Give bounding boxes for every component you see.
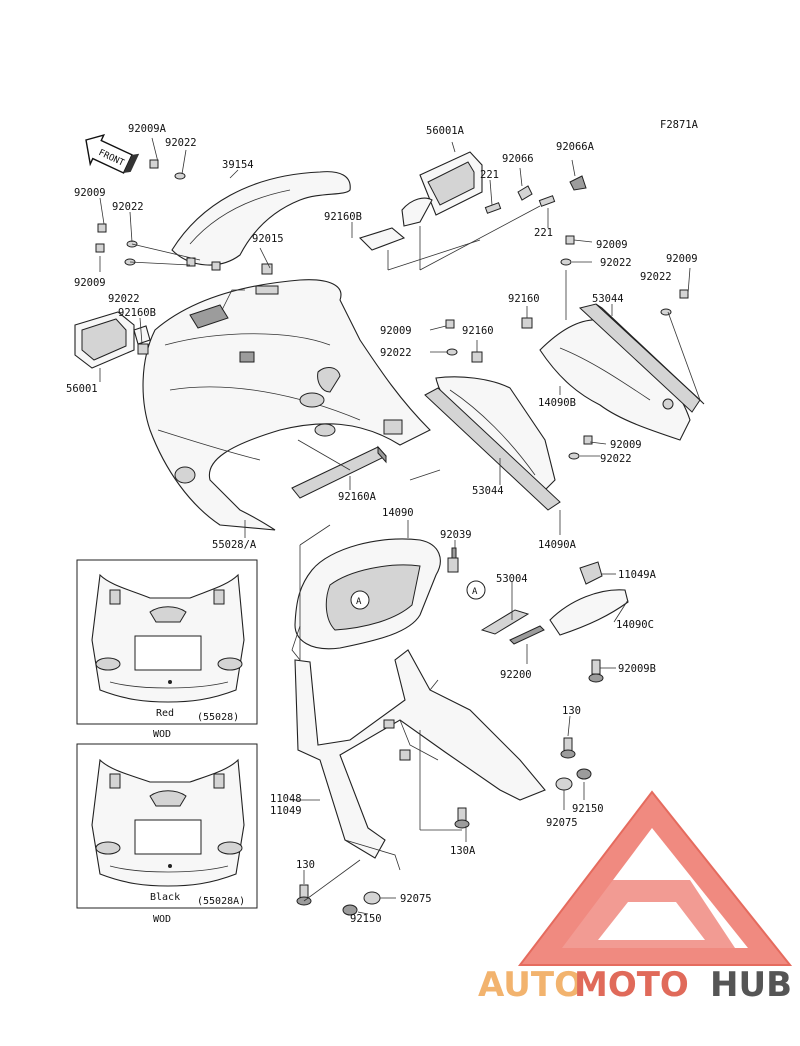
part-label-92009-r1: 92009 (596, 239, 628, 251)
part-label-221-a: 221 (480, 169, 499, 181)
part-label-92009-mid: 92009 (380, 325, 412, 337)
part-label-92150-r: 92150 (572, 803, 604, 815)
watermark-logo-icon (517, 790, 793, 966)
part-label-53004: 53004 (496, 573, 528, 585)
inner-cover-14090B (539, 319, 691, 441)
part-label-92015: 92015 (252, 233, 284, 245)
callout-a-2: A (472, 587, 478, 597)
mirror-56001 (74, 311, 151, 369)
part-label-92022-r3: 92022 (600, 453, 632, 465)
part-label-92200: 92200 (500, 669, 532, 681)
part-label-92009-r3: 92009 (610, 439, 642, 451)
part-label-92009-r2: 92009 (666, 253, 698, 265)
part-label-92009-left2: 92009 (74, 277, 106, 289)
part-label-92160B-mid: 92160B (324, 211, 362, 223)
collar-92075-bottom (363, 891, 381, 905)
grommet-92150-bottom (342, 904, 358, 916)
bolt-130A (454, 807, 470, 829)
part-label-92022-r1: 92022 (600, 257, 632, 269)
diagram-code: F2871A (660, 119, 699, 131)
part-label-92160A: 92160A (338, 491, 377, 503)
inset-red-color: Red (156, 708, 174, 719)
inset-black-caption: WOD (153, 914, 171, 925)
front-arrow-icon: FRONT (85, 133, 140, 174)
watermark-moto: MOTO (574, 965, 689, 1005)
inset-red-ref: (55028) (197, 712, 239, 723)
watermark-text: AUTO MOTO HUB (478, 965, 792, 1005)
bolt-92039 (447, 547, 459, 573)
part-label-14090: 14090 (382, 507, 414, 519)
part-label-92075-b: 92075 (400, 893, 432, 905)
bracket-11049A (579, 561, 603, 585)
part-label-56001: 56001 (66, 383, 98, 395)
part-label-14090A: 14090A (538, 539, 577, 551)
part-label-92150-b: 92150 (350, 913, 382, 925)
main-fairing-55028 (142, 279, 431, 531)
cover-14090C (549, 589, 629, 636)
part-label-92022-left1: 92022 (112, 201, 144, 213)
callout-a-circle: A (466, 580, 486, 600)
grommet-92150-right (576, 768, 592, 780)
collar-92075-right (555, 777, 573, 791)
part-label-92009A-top: 92009A (128, 123, 167, 135)
part-label-92009-left1: 92009 (74, 187, 106, 199)
bolt-130-right (560, 737, 576, 759)
part-label-92022-mid: 92022 (380, 347, 412, 359)
leader-lines (99, 137, 701, 915)
part-label-92160B-left: 92160B (118, 307, 156, 319)
part-label-92009B: 92009B (618, 663, 656, 675)
part-label-53044-b: 53044 (472, 485, 504, 497)
instrument-cover-14090: A (291, 538, 441, 661)
bolt-92009B (588, 659, 604, 683)
part-label-92022-r2: 92022 (640, 271, 672, 283)
bolt-130-left (296, 884, 312, 906)
seal-53044-lower (424, 387, 561, 511)
pad-53004 (480, 609, 530, 635)
part-label-92160-a: 92160 (508, 293, 540, 305)
part-label-11049A: 11049A (618, 569, 657, 581)
part-label-92160-b: 92160 (462, 325, 494, 337)
watermark-auto: AUTO (478, 965, 583, 1005)
inset-red: Red (55028) WOD (76, 559, 258, 740)
part-label-92066: 92066 (502, 153, 534, 165)
part-label-14090C: 14090C (616, 619, 654, 631)
callout-a-1: A (356, 597, 362, 607)
part-label-130A: 130A (450, 845, 476, 857)
part-label-11049: 11049 (270, 805, 302, 817)
strip-92200 (509, 625, 545, 645)
part-label-11048: 11048 (270, 793, 302, 805)
part-label-92075-r: 92075 (546, 817, 578, 829)
strip-92160A (291, 445, 387, 499)
part-label-14090B: 14090B (538, 397, 576, 409)
mirror-56001A (358, 151, 483, 251)
small-hardware (95, 159, 689, 460)
inset-red-caption: WOD (153, 729, 171, 740)
upper-cowl-39154 (171, 171, 351, 275)
inset-black-color: Black (150, 892, 180, 903)
part-label-92066A: 92066A (556, 141, 595, 153)
inner-cover-14090A (435, 376, 556, 496)
part-label-92022-top: 92022 (165, 137, 197, 149)
part-label-221-b: 221 (534, 227, 553, 239)
part-labels: 92009A9202239154920099202292015920099202… (66, 123, 698, 925)
part-label-92039: 92039 (440, 529, 472, 541)
part-label-92022-left2: 92022 (108, 293, 140, 305)
subframe-11048 (294, 649, 546, 871)
watermark-hub: HUB (710, 965, 792, 1005)
part-label-39154: 39154 (222, 159, 254, 171)
part-label-55028A: 55028/A (212, 539, 257, 551)
part-label-56001A: 56001A (426, 125, 465, 137)
inset-black: Black (55028A) WOD (76, 743, 258, 925)
inset-black-ref: (55028A) (197, 896, 245, 907)
part-label-130-l: 130 (296, 859, 315, 871)
part-label-53044-a: 53044 (592, 293, 624, 305)
part-label-130-r: 130 (562, 705, 581, 717)
